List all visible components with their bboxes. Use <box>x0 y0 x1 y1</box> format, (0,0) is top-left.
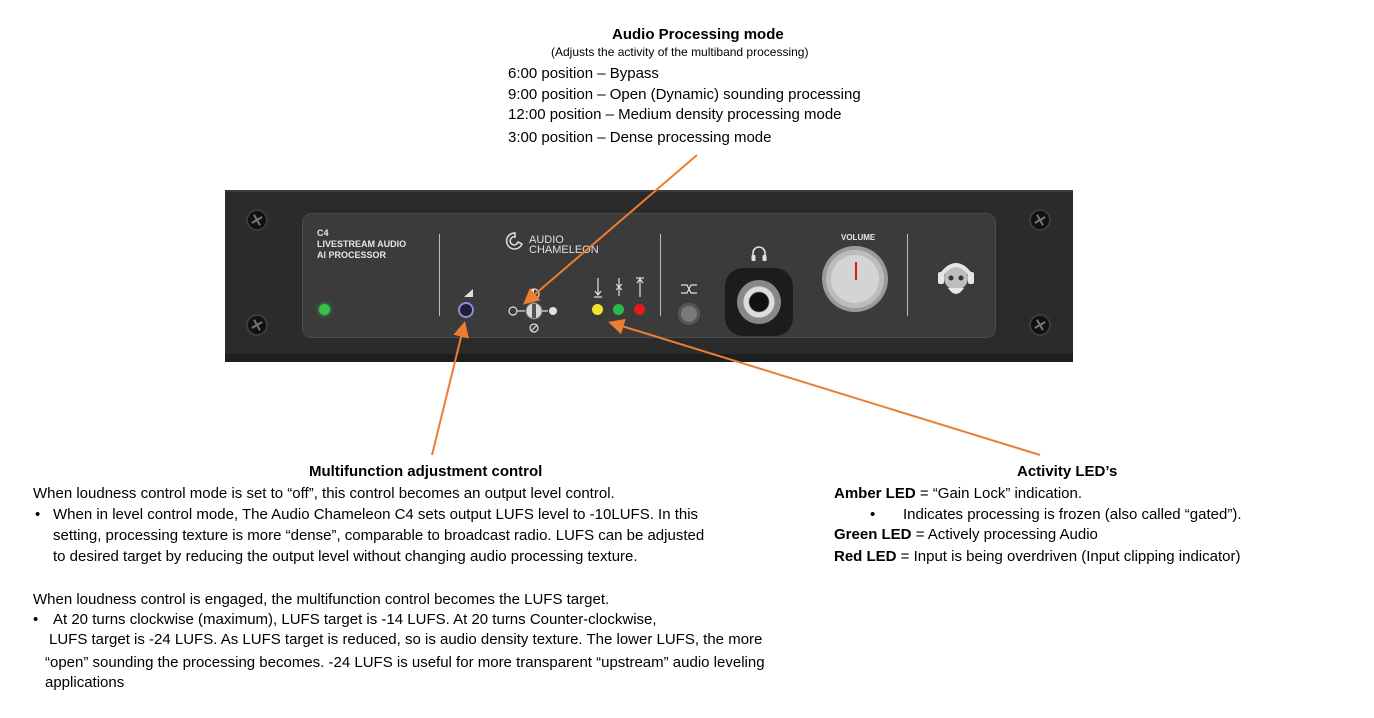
green-led <box>613 304 624 315</box>
panel-divider <box>660 234 661 316</box>
mascot-logo-icon <box>938 263 974 294</box>
red-led-label: Red LED <box>834 548 897 565</box>
amber-led-text: = “Gain Lock” indication. <box>915 485 1083 502</box>
headphones-icon <box>751 246 767 261</box>
brand-label-line1: AUDIO <box>529 234 564 246</box>
power-led <box>319 304 330 315</box>
headphone-jack[interactable] <box>737 280 781 324</box>
loudness-mode-button[interactable] <box>678 303 700 325</box>
screw-icon <box>1031 211 1049 229</box>
panel-divider <box>439 234 440 316</box>
level-mode-line2: setting, processing texture is more “den… <box>53 527 705 544</box>
processing-mode-title: Audio Processing mode <box>612 26 784 43</box>
green-led-desc: Green LED = Actively processing Audio <box>834 525 1098 544</box>
product-label-line1: LIVESTREAM AUDIO <box>317 239 407 249</box>
loudness-intro: When loudness control is engaged, the mu… <box>33 591 610 608</box>
red-led-text: = Input is being overdriven (Input clipp… <box>896 548 1241 565</box>
volume-label: VOLUME <box>841 233 876 242</box>
panel-divider <box>907 234 908 316</box>
arrow-processing-mode <box>522 154 698 305</box>
red-led-desc: Red LED = Input is being overdriven (Inp… <box>834 547 1240 566</box>
loudness-line3: “open” sounding the processing becomes. … <box>45 654 765 671</box>
product-label-line2: AI PROCESSOR <box>317 250 387 260</box>
loudness-line1: At 20 turns clockwise (maximum), LUFS ta… <box>53 611 657 628</box>
model-label: C4 <box>317 228 329 238</box>
led-legend-icons <box>594 277 644 298</box>
multifunction-intro: When loudness control mode is set to “of… <box>33 485 615 502</box>
amber-led-subtext: Indicates processing is frozen (also cal… <box>903 506 1242 523</box>
mode-line-bypass: 6:00 position – Bypass <box>508 65 659 82</box>
amber-led <box>592 304 603 315</box>
mode-line-medium: 12:00 position – Medium density processi… <box>508 106 842 123</box>
screw-icon <box>248 316 266 334</box>
multifunction-title: Multifunction adjustment control <box>309 463 543 480</box>
amber-led-desc: Amber LED = “Gain Lock” indication. <box>834 484 1082 503</box>
bullet-dot: • <box>35 506 41 523</box>
level-ramp-icon <box>464 289 473 297</box>
loudness-line4: applications <box>45 674 125 691</box>
screw-icon <box>248 211 266 229</box>
level-mode-line3: to desired target by reducing the output… <box>53 548 638 565</box>
green-led-text: = Actively processing Audio <box>911 526 1098 543</box>
arrow-multifunction <box>431 321 469 456</box>
volume-knob-indicator <box>855 262 857 280</box>
bullet-dot: • <box>870 506 876 523</box>
arrow-activity-leds <box>608 318 1041 456</box>
chameleon-logo-icon <box>505 232 523 250</box>
processing-mode-subtitle: (Adjusts the activity of the multiband p… <box>551 45 809 59</box>
bullet-dot: • <box>33 611 39 628</box>
brand-label-line2: CHAMELEON <box>529 244 599 256</box>
mode-line-dense: 3:00 position – Dense processing mode <box>508 129 772 146</box>
loudness-mode-icon <box>681 284 697 294</box>
level-mode-line1: When in level control mode, The Audio Ch… <box>53 506 699 523</box>
loudness-line2: LUFS target is -24 LUFS. As LUFS target … <box>49 631 763 648</box>
mode-line-open: 9:00 position – Open (Dynamic) sounding … <box>508 86 861 103</box>
screw-icon <box>1031 316 1049 334</box>
red-led <box>634 304 645 315</box>
amber-led-label: Amber LED <box>834 485 916 502</box>
green-led-label: Green LED <box>834 526 912 543</box>
multifunction-control-knob[interactable] <box>460 304 472 316</box>
activity-title: Activity LED’s <box>1017 463 1118 480</box>
